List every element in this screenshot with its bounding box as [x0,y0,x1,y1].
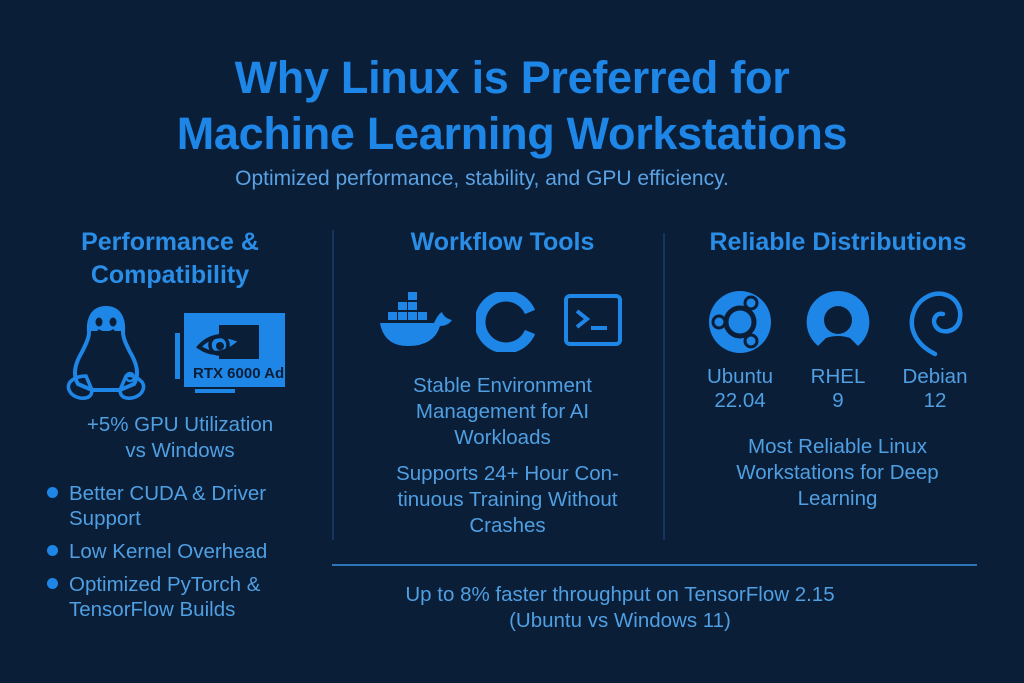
column-divider-right [663,233,665,540]
text-line: Supports 24+ Hour Con- [396,462,619,485]
gpu-card-label: RTX 6000 Ad [193,365,285,382]
bullet-item: Optimized PyTorch & TensorFlow Builds [45,572,335,622]
gpu-card-icon [175,311,287,395]
distro-version: 22.04 [714,389,766,412]
text-line: Management for AI [415,400,590,423]
distro-version: 9 [832,389,844,412]
distro-name: Debian [902,365,968,388]
debian-swirl-icon [905,288,965,360]
bullet-text: Better CUDA & Driver [69,482,267,505]
continuous-training-text: Supports 24+ Hour Con- tinuous Training … [350,461,665,539]
footer-divider [332,564,977,566]
ubuntu-logo-icon [708,290,772,354]
workflow-heading: Workflow Tools [410,228,595,256]
distro-rhel: RHEL 9 [788,365,888,413]
distributions-heading: Reliable Distributions [709,228,967,256]
stat-line-1: +5% GPU Utilization [86,413,274,436]
bullet-item: Better CUDA & Driver Support [45,481,335,531]
title-line-2: Machine Learning Workstations [176,108,848,159]
bullet-dot-icon [47,487,58,498]
text-line: Learning [797,487,878,510]
performance-heading: Performance & Compatibility [40,226,300,292]
footer-line-2: (Ubuntu vs Windows 11) [509,609,731,632]
footer-line-1: Up to 8% faster throughput on TensorFlow… [405,583,835,606]
distro-debian: Debian 12 [885,365,985,413]
bullet-dot-icon [47,578,58,589]
text-line: Workstations for Deep [736,461,939,484]
rhel-logo-icon [806,290,870,354]
bullet-item: Low Kernel Overhead [45,539,335,564]
distributions-summary-text: Most Reliable Linux Workstations for Dee… [690,434,985,512]
page-subtitle: Optimized performance, stability, and GP… [235,167,729,190]
distro-name: Ubuntu [706,365,774,388]
bullet-text: Optimized PyTorch & [69,573,261,596]
footer-throughput-note: Up to 8% faster throughput on TensorFlow… [340,582,900,634]
text-line: tinuous Training Without [397,488,618,511]
bullet-text: TensorFlow Builds [69,598,236,621]
performance-bullet-list: Better CUDA & Driver Support Low Kernel … [45,481,335,630]
linux-penguin-icon [64,304,148,400]
distro-name: RHEL [810,365,866,388]
bullet-text: Support [69,507,141,530]
performance-heading-line-2: Compatibility [90,261,250,289]
text-line: Most Reliable Linux [748,435,927,458]
title-line-1: Why Linux is Preferred for [234,52,790,103]
distro-ubuntu: Ubuntu 22.04 [690,365,790,413]
gpu-utilization-stat: +5% GPU Utilization vs Windows [50,412,310,464]
environment-management-text: Stable Environment Management for AI Wor… [350,373,655,451]
performance-heading-line-1: Performance & [81,228,259,256]
page-title: Why Linux is Preferred for Machine Learn… [0,50,1024,162]
bullet-text: Low Kernel Overhead [69,540,268,563]
conda-ring-icon [476,292,536,352]
docker-whale-icon [378,290,454,348]
column-divider-left [332,230,334,540]
stat-line-2: vs Windows [125,439,235,462]
distro-version: 12 [923,389,947,412]
terminal-icon [564,294,622,346]
text-line: Stable Environment [413,374,592,397]
text-line: Workloads [454,426,551,449]
text-line: Crashes [469,514,546,537]
bullet-dot-icon [47,545,58,556]
